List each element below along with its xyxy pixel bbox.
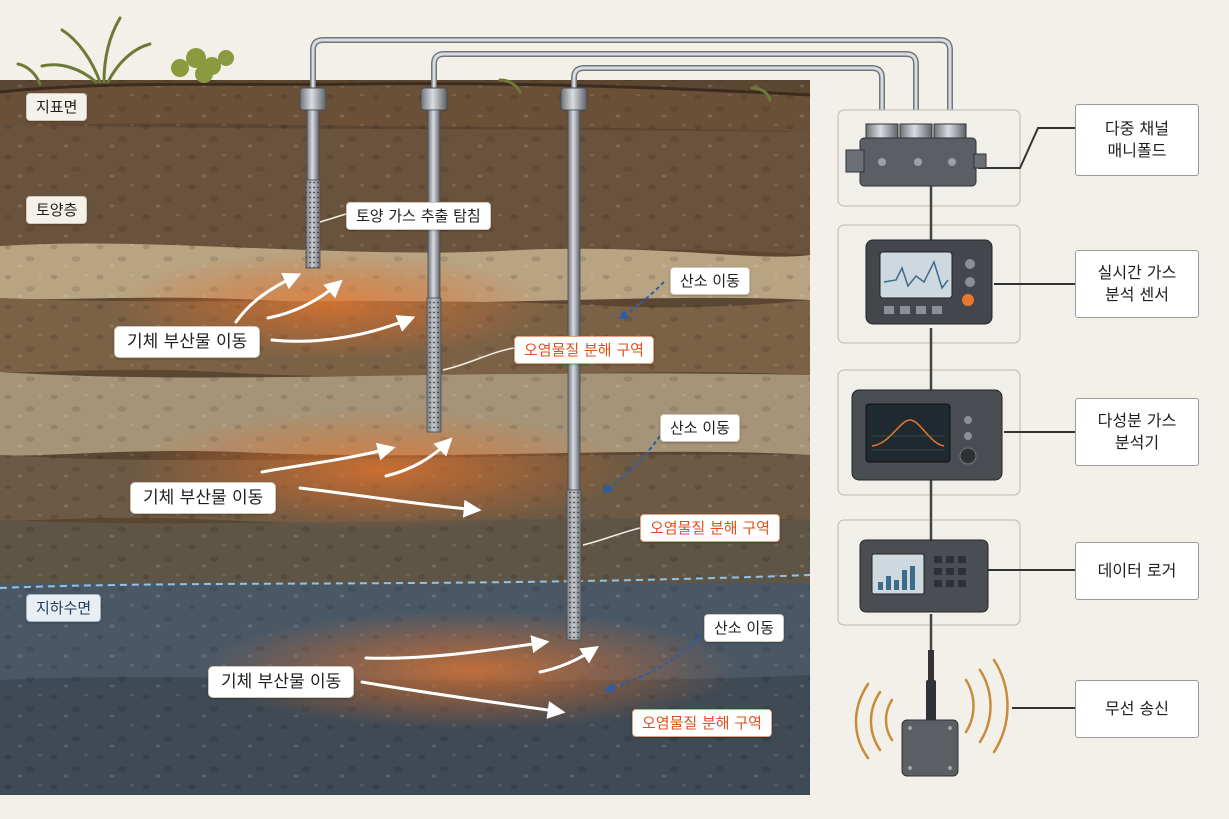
- oxygen-label-1: 산소 이동: [670, 267, 750, 295]
- gas-migration-arrows: [234, 272, 599, 719]
- oxygen-migration-arrows: [602, 281, 701, 693]
- probe-3: [560, 87, 588, 641]
- degradation-zone-label-1: 오염물질 분해 구역: [514, 336, 654, 364]
- sample-tubing: [310, 37, 953, 126]
- sensor-label: 실시간 가스 분석 센서: [1075, 250, 1199, 318]
- water-table-line: [0, 574, 811, 589]
- probe-1: [299, 87, 327, 269]
- degradation-glow-3: [200, 610, 740, 730]
- wireless-label: 무선 송신: [1075, 680, 1199, 738]
- water-table-label: 지하수면: [26, 594, 102, 622]
- label-connectors: [978, 127, 1075, 709]
- degradation-zone-label-3: 오염물질 분해 구역: [632, 709, 772, 737]
- logger-device-icon: [859, 539, 989, 613]
- manifold-label: 다중 채널 매니폴드: [1075, 104, 1199, 176]
- antenna-icon: [901, 650, 959, 777]
- wireless-signal-icon: [854, 658, 1009, 760]
- sensor-device-icon: [865, 239, 993, 325]
- oxygen-label-3: 산소 이동: [704, 614, 784, 642]
- surface-label: 지표면: [26, 93, 88, 121]
- oxygen-label-2: 산소 이동: [660, 414, 740, 442]
- analyzer-device-icon: [851, 389, 1003, 481]
- gas-migration-label-3: 기체 부산물 이동: [208, 666, 355, 698]
- leader-lines: [319, 213, 641, 546]
- degradation-zone-label-2: 오염물질 분해 구역: [640, 514, 780, 542]
- gas-migration-label-2: 기체 부산물 이동: [130, 482, 277, 514]
- probe-label: 토양 가스 추출 탐침: [346, 202, 491, 230]
- analyzer-label: 다성분 가스 분석기: [1075, 398, 1199, 466]
- grass-icon: [16, 16, 772, 102]
- manifold-icon: [845, 123, 987, 187]
- soil-layer-label: 토양층: [26, 196, 88, 224]
- logger-label: 데이터 로거: [1075, 542, 1199, 600]
- shrub-icon: [171, 48, 234, 83]
- gas-migration-label-1: 기체 부산물 이동: [114, 326, 261, 358]
